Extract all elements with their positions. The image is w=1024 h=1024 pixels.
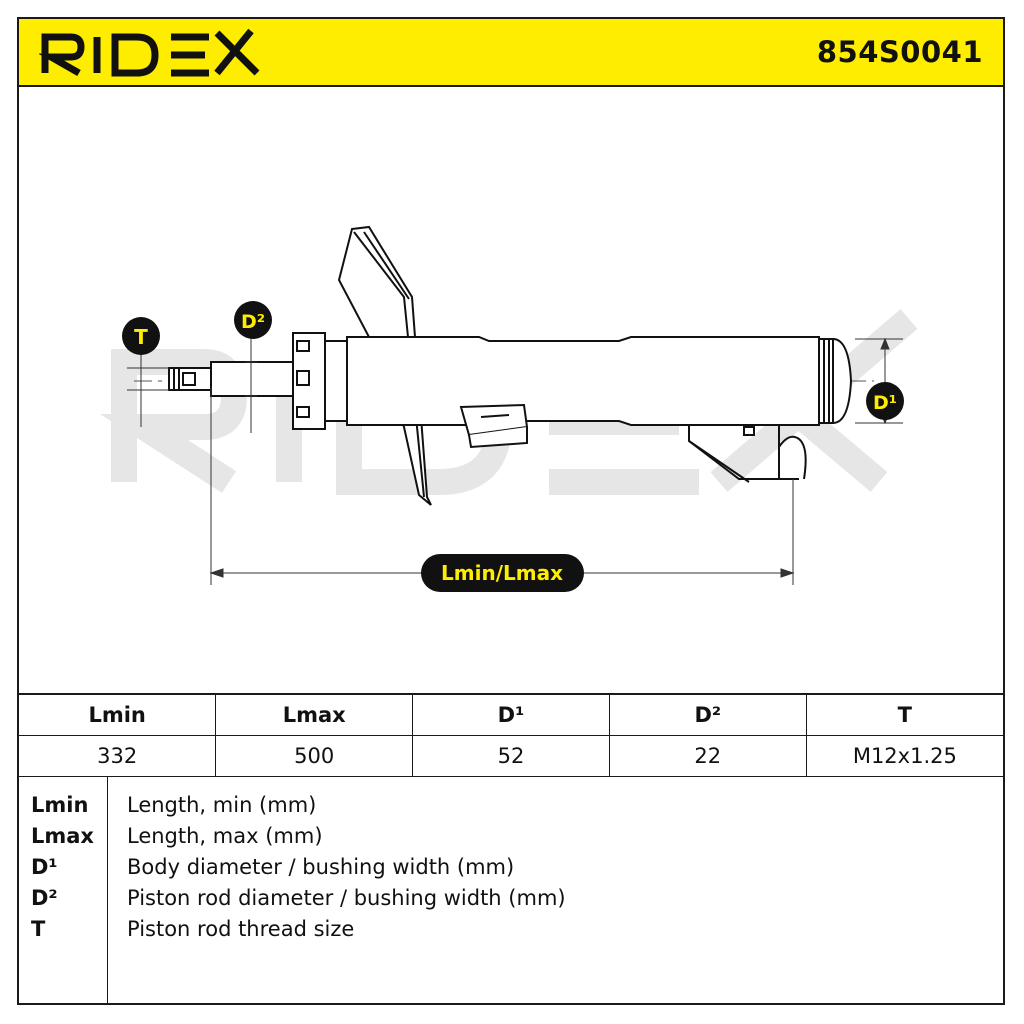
legend-description: Piston rod diameter / bushing width (mm) — [127, 886, 566, 910]
legend-row: T Piston rod thread size — [19, 917, 1003, 947]
legend-key: D² — [31, 886, 58, 910]
legend-divider — [107, 777, 108, 1005]
badge-length: Lmin/Lmax — [421, 554, 584, 592]
spec-header-cell: Lmin — [19, 693, 217, 736]
spec-value-cell: 52 — [412, 735, 610, 777]
label-length: Lmin/Lmax — [441, 561, 563, 585]
strut-diagram: T D² D¹ Lmin/Lmax — [19, 87, 1003, 693]
legend-row: Lmax Length, max (mm) — [19, 824, 1003, 854]
legend-key: D¹ — [31, 855, 58, 879]
badge-rod-diameter: D² — [234, 301, 272, 339]
legend-description: Length, max (mm) — [127, 824, 323, 848]
legend-row: D² Piston rod diameter / bushing width (… — [19, 886, 1003, 916]
header-bar: 854S0041 — [19, 19, 1003, 87]
spec-value-cell: 22 — [608, 735, 807, 777]
label-rod-diameter: D² — [241, 311, 265, 333]
spec-header-cell: Lmax — [215, 693, 414, 736]
badge-body-diameter: D¹ — [866, 382, 904, 420]
legend-row: D¹ Body diameter / bushing width (mm) — [19, 855, 1003, 885]
legend-description: Piston rod thread size — [127, 917, 355, 941]
strut-body — [346, 336, 853, 426]
ridex-logo — [39, 28, 260, 77]
spec-table: Lmin Lmax D¹ D² T 332 500 52 22 M12x1.25 — [19, 693, 1003, 777]
spec-value-cell: 500 — [215, 735, 414, 777]
product-sheet: 854S0041 — [17, 17, 1005, 1005]
legend-description: Body diameter / bushing width (mm) — [127, 855, 515, 879]
legend-row: Lmin Length, min (mm) — [19, 793, 1003, 823]
spec-header-cell: D¹ — [412, 693, 610, 736]
badge-thread: T — [122, 317, 160, 355]
legend-key: Lmax — [31, 824, 94, 848]
top-mount — [292, 332, 348, 430]
legend-key: T — [31, 917, 46, 941]
spec-table-header-row: Lmin Lmax D¹ D² T — [19, 693, 1003, 736]
spec-value-cell: M12x1.25 — [805, 735, 1003, 777]
legend: Lmin Length, min (mm) Lmax Length, max (… — [19, 777, 1003, 1005]
spec-header-cell: D² — [608, 693, 807, 736]
spec-header-cell: T — [805, 693, 1003, 736]
part-number: 854S0041 — [816, 35, 983, 69]
label-body-diameter: D¹ — [873, 392, 897, 414]
spec-table-value-row: 332 500 52 22 M12x1.25 — [19, 735, 1003, 777]
spec-value-cell: 332 — [19, 735, 217, 777]
legend-description: Length, min (mm) — [127, 793, 317, 817]
legend-key: Lmin — [31, 793, 89, 817]
piston-rod — [168, 361, 294, 397]
lower-bracket — [639, 424, 807, 483]
label-thread: T — [134, 325, 148, 349]
body-clip — [459, 403, 529, 449]
